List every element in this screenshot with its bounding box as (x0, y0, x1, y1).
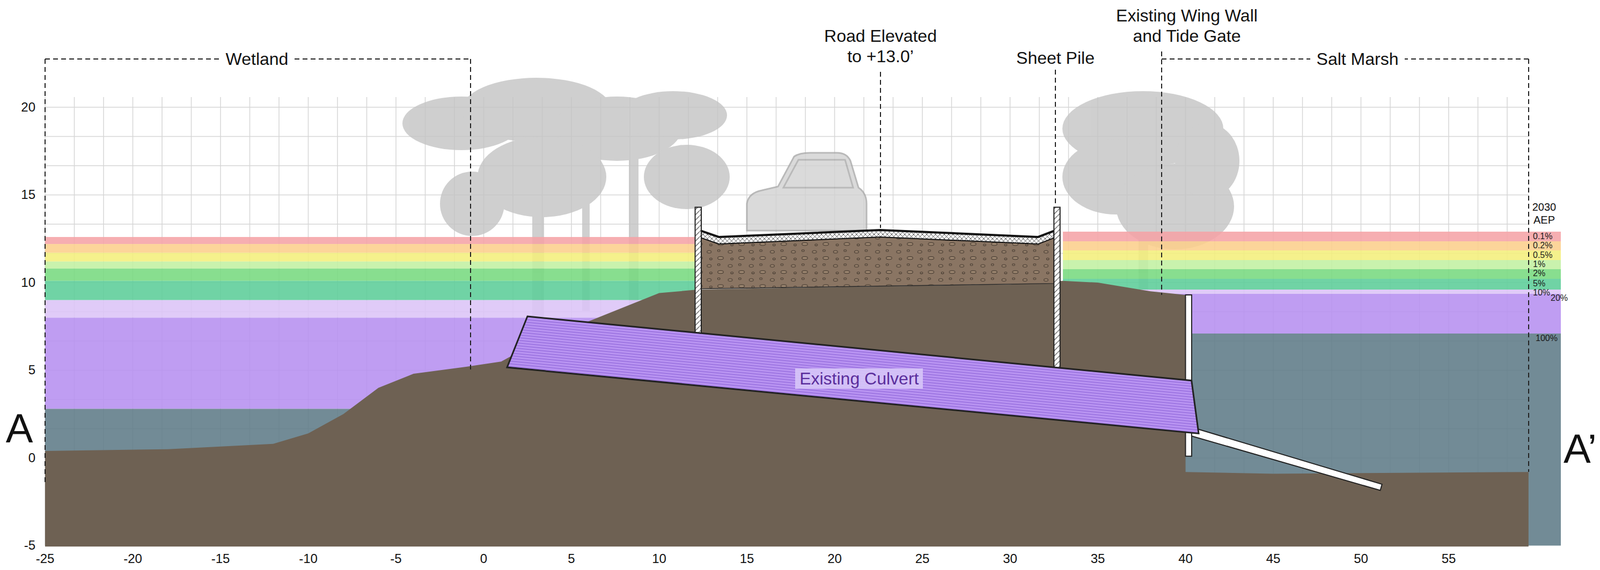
axis-tick-label: -15 (211, 551, 231, 568)
legend-swatch (1062, 260, 1561, 270)
legend-label: 0.2% (1532, 240, 1553, 251)
axis-tick-label: 15 (739, 551, 755, 568)
axis-tick-label: 15 (20, 187, 36, 203)
grid-line (45, 165, 1529, 167)
axis-tick-label: 55 (1441, 551, 1457, 568)
flood-band (45, 237, 698, 245)
legend-label: 0.1% (1532, 231, 1553, 242)
axis-tick-label: 5 (567, 551, 575, 568)
axis-tick-label: 0 (28, 450, 36, 467)
ground (45, 281, 1529, 547)
axis-tick-label: -20 (123, 551, 143, 568)
axis-tick-label: 20 (20, 99, 36, 116)
flood-band (45, 244, 698, 253)
culvert: Existing Culvert (507, 316, 1199, 434)
legend-label: 20% (1550, 292, 1568, 304)
callout-label: Existing Wing Wall and Tide Gate (1109, 5, 1265, 47)
callout-label: Road Elevated to +13.0’ (818, 25, 943, 68)
axis-tick-label: 20 (827, 551, 842, 568)
region-label: Salt Marsh (1310, 48, 1406, 70)
road-pavement (701, 230, 1054, 245)
axis-tick-label: 10 (651, 551, 667, 568)
road-fill (701, 237, 1054, 289)
culvert-label: Existing Culvert (795, 368, 923, 390)
sheet-pile (1053, 207, 1060, 379)
axis-tick-label: 50 (1353, 551, 1369, 568)
axis-tick-label: -25 (35, 551, 55, 568)
legend-label: 0.5% (1532, 250, 1553, 261)
axis-tick-label: -5 (24, 538, 36, 554)
legend-swatch (1062, 231, 1561, 242)
axis-tick-label: 40 (1178, 551, 1193, 568)
flood-band (45, 281, 698, 301)
legend-swatch (1062, 241, 1561, 251)
flood-band (45, 252, 698, 262)
grid-line (45, 106, 1529, 108)
axis-tick-label: 10 (20, 275, 36, 291)
leader-lines (45, 51, 1529, 483)
flood-band (45, 268, 698, 282)
section-marker: A’ (1563, 424, 1597, 474)
axis-tick-label: 30 (1002, 551, 1018, 568)
grid-line (45, 136, 1529, 138)
region-label: Wetland (219, 48, 296, 70)
legend-swatch (1062, 279, 1561, 290)
legend-title: 2030 AEP (1528, 200, 1561, 227)
axis-tick-label: 35 (1090, 551, 1106, 568)
axis-tick-label: -5 (390, 551, 402, 568)
culvert-body (507, 316, 1199, 434)
legend-swatch (1062, 269, 1561, 280)
section-marker: A (5, 404, 34, 453)
flood-band (45, 261, 698, 269)
legend-label: 100% (1535, 333, 1558, 344)
legend-swatch (1062, 250, 1561, 261)
tide-gate (1191, 427, 1383, 491)
callout-label: Sheet Pile (1016, 47, 1095, 69)
axis-tick-label: 25 (915, 551, 930, 568)
flood-band (45, 300, 698, 319)
legend-label: 5% (1532, 278, 1546, 289)
legend-label: 10% (1532, 287, 1551, 298)
axis-tick-label: 0 (480, 551, 488, 568)
axis-tick-label: -10 (298, 551, 318, 568)
axis-tick-label: 45 (1266, 551, 1281, 568)
legend-label: 1% (1532, 259, 1546, 270)
axis-tick-label: 5 (28, 362, 36, 379)
road-surface (701, 230, 1054, 238)
legend-label: 2% (1532, 268, 1546, 279)
